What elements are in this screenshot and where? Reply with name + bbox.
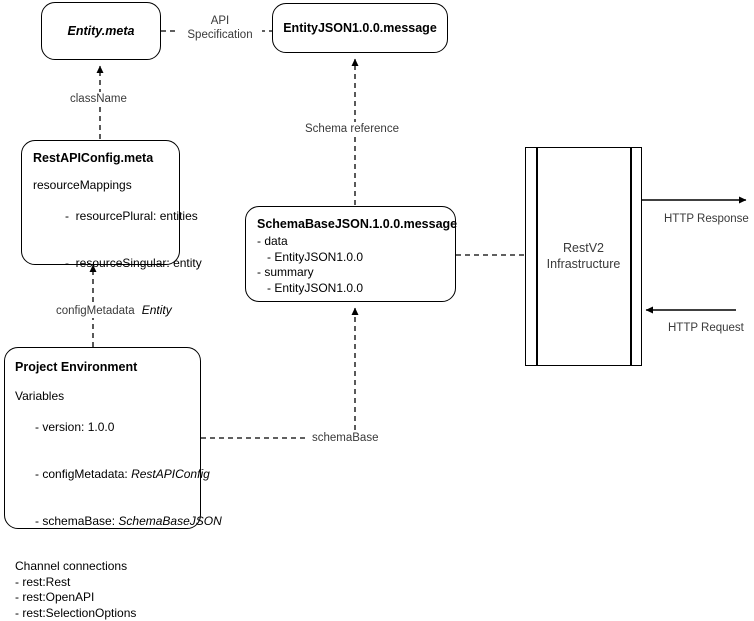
variable-emphasis: RestAPIConfig	[131, 466, 210, 481]
variable-text: - version: 1.0.0	[35, 420, 115, 435]
edge-label-http-request: HTTP Request	[665, 321, 747, 336]
edge-label-schema-reference: Schema reference	[302, 122, 402, 137]
variable-emphasis: SchemaBaseJSON	[118, 513, 222, 528]
variable-text: - schemaBase:	[35, 513, 119, 528]
rest-infrastructure-label-line1: RestV2	[563, 241, 604, 255]
node-rest-api-config-title: RestAPIConfig.meta	[33, 151, 154, 165]
node-schema-base-item: - EntityJSON1.0.0	[257, 249, 364, 264]
variable-row: - schemaBase: SchemaBaseJSON	[15, 498, 222, 545]
variable-row: - version: 1.0.0	[15, 405, 190, 452]
node-entity-meta[interactable]: Entity.meta	[41, 2, 161, 60]
node-entity-meta-title: Entity.meta	[67, 24, 135, 38]
diagram-canvas: Entity.meta (className) --> EntityJSON (…	[4, 2, 752, 620]
variable-row: - configMetadata: RestAPIConfig	[15, 451, 210, 498]
edge-label-api-specification: API Specification	[178, 14, 262, 43]
node-rest-api-config-item: - resourceSingular: entity	[33, 240, 202, 287]
node-project-environment-title: Project Environment	[15, 360, 138, 374]
variable-text: - configMetadata:	[35, 466, 132, 481]
edge-label-api-specification-line2: Specification	[187, 29, 253, 42]
edge-label-schema-base: schemaBase	[309, 431, 382, 446]
node-schema-base-item: - EntityJSON1.0.0	[257, 280, 364, 295]
channel-row: - rest:Rest	[15, 574, 71, 589]
node-schema-base-message-title: SchemaBaseJSON.1.0.0.message	[257, 217, 458, 231]
node-schema-base-message[interactable]: SchemaBaseJSON.1.0.0.message - data - En…	[245, 206, 458, 302]
item-emphasis: Entity	[141, 302, 172, 317]
node-schema-base-item: - summary	[257, 265, 314, 280]
rest-infrastructure-label: RestV2 Infrastructure	[537, 240, 630, 273]
edge-label-http-response: HTTP Response	[661, 212, 752, 227]
node-rest-api-config-item: - resourcePlural: entities	[33, 194, 198, 241]
edge-label-api-specification-line1: API	[210, 15, 230, 27]
node-entity-json-message-title: EntityJSON1.0.0.message	[283, 21, 437, 35]
section-variables-heading: Variables	[15, 389, 65, 403]
node-rest-api-config[interactable]: RestAPIConfig.meta resourceMappings - re…	[21, 140, 202, 317]
item-text: - resourcePlural: entities	[65, 209, 198, 224]
rest-infrastructure-label-line2: Infrastructure	[546, 257, 621, 272]
node-rest-api-config-body-head: resourceMappings	[33, 178, 132, 192]
node-rest-infrastructure[interactable]	[525, 147, 642, 366]
edge-label-config-metadata: configMetadata	[53, 304, 138, 319]
rest-infrastructure-inner-line-right	[630, 147, 632, 366]
section-channels-heading: Channel connections	[15, 558, 128, 573]
channel-row: - rest:OpenAPI	[15, 590, 95, 605]
node-project-environment[interactable]: Project Environment Variables - version:…	[4, 347, 222, 620]
item-text: - resourceSingular: entity	[65, 255, 202, 270]
channel-row: - rest:SelectionOptions	[15, 605, 137, 620]
connector-schema-base	[201, 307, 359, 439]
node-entity-json-message[interactable]: EntityJSON1.0.0.message	[272, 3, 448, 53]
edge-label-class-name: className	[67, 92, 130, 107]
node-schema-base-item: - data	[257, 234, 288, 248]
rest-infrastructure-inner-line-left	[536, 147, 538, 366]
